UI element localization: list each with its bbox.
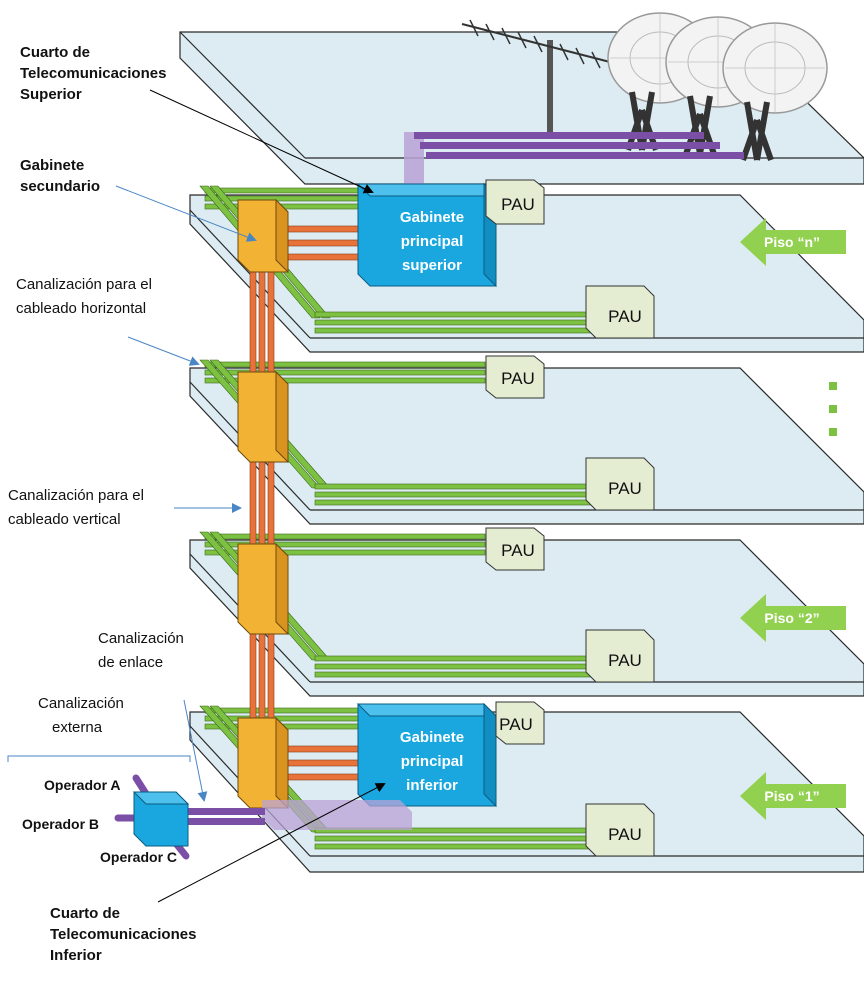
label-cuarto-superior-line-3: Superior bbox=[20, 86, 82, 103]
operator-a-label: Operador A bbox=[44, 777, 121, 793]
floor-arrow-1: Piso “1” bbox=[740, 772, 846, 820]
leader-canal-horizontal bbox=[127, 336, 200, 366]
label-canal-vertical-line-1: Canalización para el bbox=[8, 487, 144, 504]
pau-label: PAU bbox=[501, 369, 535, 388]
label-canal-externa-line-2: externa bbox=[52, 719, 103, 736]
bracket-canal-externa bbox=[7, 755, 191, 762]
floor-label-n: Piso “n” bbox=[764, 234, 820, 250]
label-gabinete-secundario: Gabinete secundario bbox=[20, 157, 100, 195]
label-canal-externa-line-1: Canalización bbox=[38, 695, 124, 712]
more-floors-ellipsis bbox=[829, 382, 837, 436]
vertical-riser-conduit bbox=[249, 239, 275, 801]
secondary-cabinet bbox=[237, 198, 289, 274]
floor-arrow-2: Piso “2” bbox=[740, 594, 846, 642]
pau-box: PAU bbox=[485, 179, 545, 225]
satellite-dish-icon bbox=[722, 22, 828, 161]
pau-label: PAU bbox=[501, 195, 535, 214]
floor-label-1: Piso “1” bbox=[764, 788, 819, 804]
label-cuarto-inferior: Cuarto de Telecomunicaciones Inferior bbox=[50, 905, 196, 964]
leader-cuarto-superior bbox=[149, 89, 374, 194]
cabinet-superior-line-1: Gabinete bbox=[400, 209, 464, 226]
pau-box: PAU bbox=[485, 527, 545, 571]
operator-b-label: Operador B bbox=[22, 816, 99, 832]
pau-box: PAU bbox=[585, 629, 655, 683]
pau-label: PAU bbox=[608, 651, 642, 670]
pau-box: PAU bbox=[585, 285, 655, 339]
floor-label-2: Piso “2” bbox=[764, 610, 819, 626]
cabinet-inferior-line-1: Gabinete bbox=[400, 729, 464, 746]
tv-antenna-icon bbox=[461, 19, 611, 132]
secondary-cabinet bbox=[237, 716, 289, 810]
label-canal-horizontal-line-1: Canalización para el bbox=[16, 276, 152, 293]
operator-entry-box bbox=[132, 791, 190, 847]
leader-cuarto-inferior bbox=[157, 783, 386, 903]
main-cabinet-superior: Gabinete principal superior bbox=[356, 182, 498, 288]
cabinet-superior-line-2: principal bbox=[401, 233, 464, 250]
orange-links-superior bbox=[283, 225, 365, 261]
label-cuarto-inferior-line-3: Inferior bbox=[50, 947, 102, 964]
label-canal-enlace: Canalización de enlace bbox=[98, 630, 184, 671]
label-canal-enlace-line-2: de enlace bbox=[98, 654, 163, 671]
label-cuarto-superior-line-1: Cuarto de bbox=[20, 44, 90, 61]
floor-arrow-n: Piso “n” bbox=[740, 218, 846, 266]
label-canal-vertical: Canalización para el cableado vertical bbox=[8, 487, 144, 528]
operator-c-label: Operador C bbox=[100, 849, 177, 865]
pau-box: PAU bbox=[585, 457, 655, 511]
label-cuarto-inferior-line-2: Telecomunicaciones bbox=[50, 926, 196, 943]
roof-purple-conduit bbox=[404, 132, 744, 186]
label-cuarto-superior: Cuarto de Telecomunicaciones Superior bbox=[20, 44, 166, 103]
label-cuarto-superior-line-2: Telecomunicaciones bbox=[20, 65, 166, 82]
pau-label: PAU bbox=[501, 541, 535, 560]
pau-label: PAU bbox=[499, 715, 533, 734]
cabinet-inferior-line-3: inferior bbox=[406, 777, 458, 794]
orange-links-inferior bbox=[283, 745, 365, 781]
cabinet-inferior-line-2: principal bbox=[401, 753, 464, 770]
pau-box: PAU bbox=[585, 803, 655, 857]
leader-gabinete-secundario bbox=[115, 185, 257, 242]
label-canal-vertical-line-2: cableado vertical bbox=[8, 511, 121, 528]
label-canal-horizontal: Canalización para el cableado horizontal bbox=[16, 276, 152, 317]
secondary-cabinet bbox=[237, 370, 289, 464]
label-gabinete-secundario-line-2: secundario bbox=[20, 178, 100, 195]
label-canal-horizontal-line-2: cableado horizontal bbox=[16, 300, 146, 317]
pau-box: PAU bbox=[485, 355, 545, 399]
pau-label: PAU bbox=[608, 307, 642, 326]
secondary-cabinet bbox=[237, 542, 289, 636]
label-cuarto-inferior-line-1: Cuarto de bbox=[50, 905, 120, 922]
link-conduit-purple bbox=[185, 800, 412, 830]
leader-canal-enlace bbox=[183, 699, 208, 802]
pau-label: PAU bbox=[608, 479, 642, 498]
pau-label: PAU bbox=[608, 825, 642, 844]
label-canal-externa: Canalización externa bbox=[38, 695, 124, 736]
main-cabinet-inferior: Gabinete principal inferior bbox=[356, 702, 498, 808]
cabinet-superior-line-3: superior bbox=[402, 257, 462, 274]
label-gabinete-secundario-line-1: Gabinete bbox=[20, 157, 84, 174]
label-canal-enlace-line-1: Canalización bbox=[98, 630, 184, 647]
pau-box: PAU bbox=[495, 701, 545, 745]
